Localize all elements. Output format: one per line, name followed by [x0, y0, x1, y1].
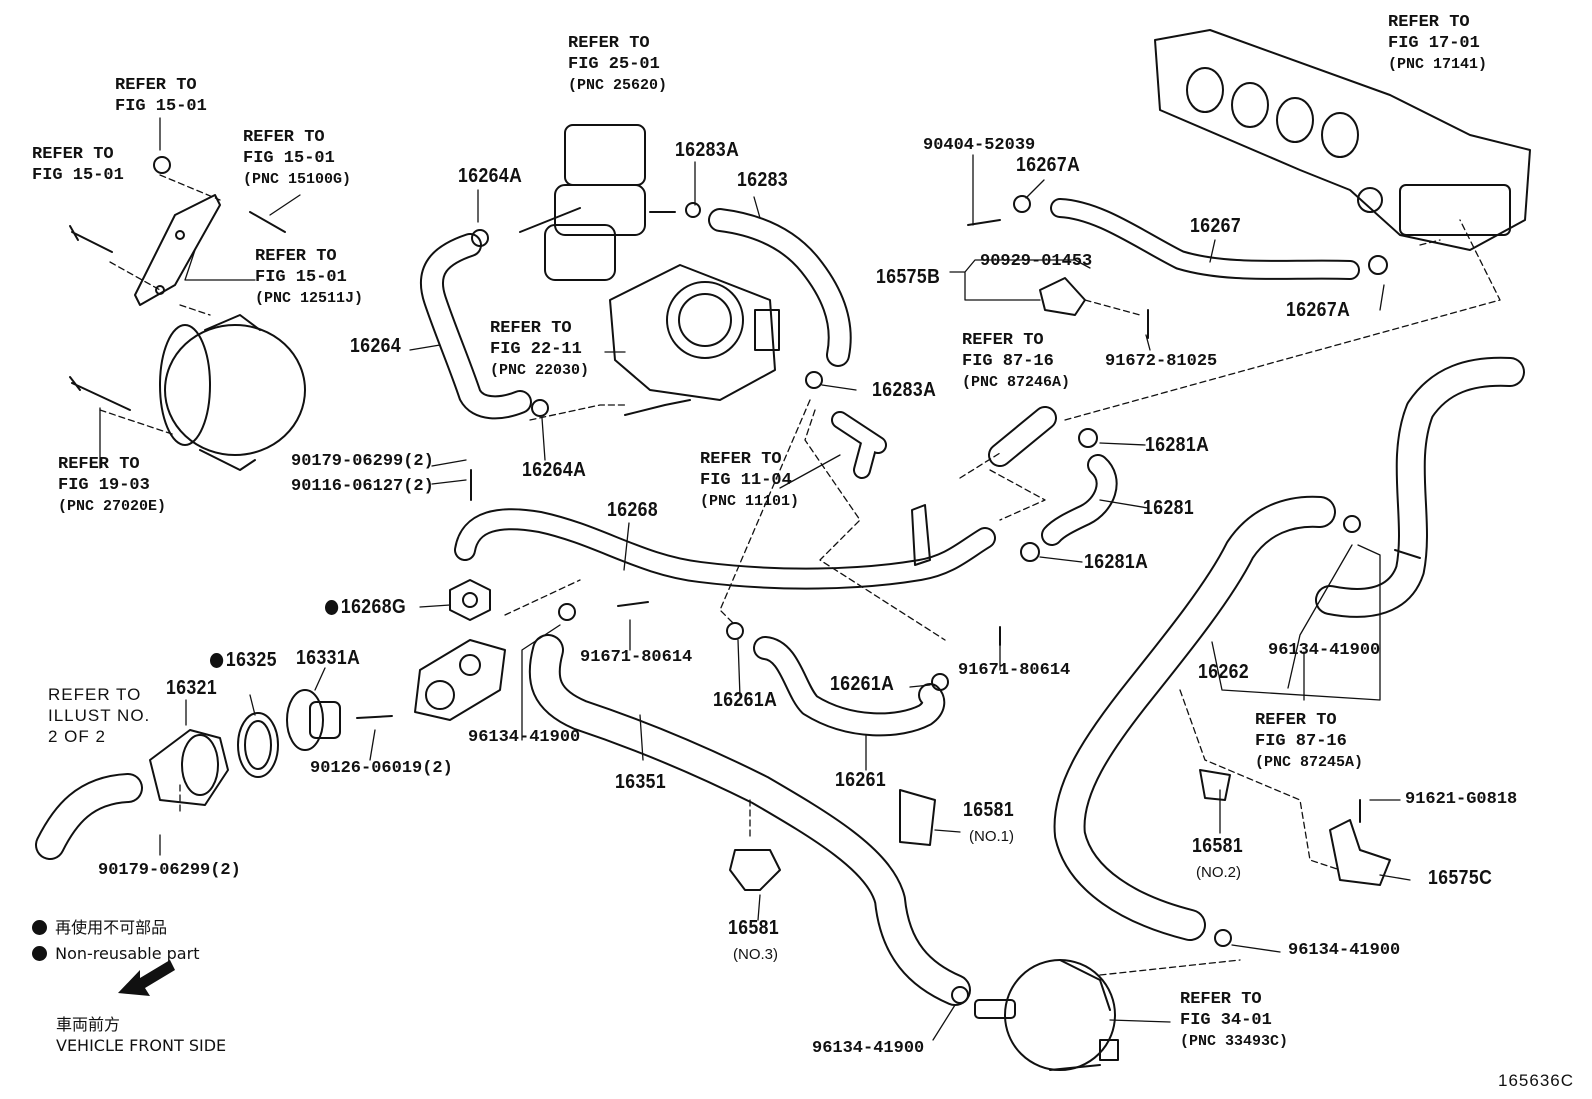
hose-16261: [753, 636, 946, 737]
part-96134-41900-c[interactable]: 96134-41900: [1288, 941, 1401, 960]
non-reusable-dot: [325, 600, 339, 615]
water-pump: [159, 314, 306, 471]
part-90179-06299-a[interactable]: 90179-06299(2): [291, 452, 434, 471]
clamps: [471, 195, 1388, 1004]
legend-nonreusable-jp: 再使用不可部品: [32, 917, 167, 938]
hose-16281: [1041, 454, 1118, 546]
part-91671-80614-b[interactable]: 91671-80614: [958, 661, 1071, 680]
oil-cooler: [974, 959, 1119, 1071]
bracket-16575b: [1039, 277, 1086, 316]
throttle-body: [609, 264, 780, 416]
part-16321[interactable]: 16321: [166, 677, 218, 699]
part-90404-52039[interactable]: 90404-52039: [923, 136, 1036, 155]
part-16261[interactable]: 16261: [835, 769, 887, 791]
leaders: [99, 117, 1411, 1041]
part-96134-41900-d[interactable]: 96134-41900: [812, 1039, 925, 1058]
part-91621-g0818[interactable]: 91621-G0818: [1405, 790, 1518, 809]
part-16581-1-no: (NO.1): [969, 828, 1014, 845]
part-16581-3[interactable]: 16581: [728, 917, 780, 939]
hose-16262: [1053, 495, 1336, 941]
part-16331a[interactable]: 16331A: [296, 647, 361, 669]
part-16264a-1[interactable]: 16264A: [458, 165, 523, 187]
part-16581-3-no: (NO.3): [733, 946, 778, 963]
legend-nonreusable-en: Non-reusable part: [32, 943, 199, 964]
part-16283[interactable]: 16283: [737, 169, 789, 191]
part-16581-2[interactable]: 16581: [1192, 835, 1244, 857]
clips-16581: [729, 769, 1231, 891]
part-16267a-1[interactable]: 16267A: [1016, 154, 1081, 176]
pipe-16268: [454, 508, 996, 590]
part-90116-06127[interactable]: 90116-06127(2): [291, 477, 434, 496]
part-16261a-2[interactable]: 16261A: [830, 673, 895, 695]
bracket-16575c: [1329, 819, 1391, 886]
bracket-pipe: [911, 504, 931, 566]
front-side-label-jp: 車両前方: [56, 1015, 121, 1034]
part-16281[interactable]: 16281: [1143, 497, 1195, 519]
part-16351[interactable]: 16351: [615, 771, 667, 793]
bracket-pump: [134, 156, 221, 306]
part-16264a-2[interactable]: 16264A: [522, 459, 587, 481]
part-90126-06019[interactable]: 90126-06019(2): [310, 759, 453, 778]
front-arrow: [118, 960, 175, 996]
part-16281a-2[interactable]: 16281A: [1084, 551, 1149, 573]
thermostat-16331a: [286, 689, 341, 751]
hose-16351: [528, 634, 971, 1006]
gasket-16268g: [449, 579, 491, 621]
part-16267a-2[interactable]: 16267A: [1286, 299, 1351, 321]
front-side-label-en: VEHICLE FRONT SIDE: [56, 1036, 227, 1055]
thermostat-housing: [414, 639, 506, 721]
part-16575c[interactable]: 16575C: [1428, 867, 1493, 889]
hose-87245a: [1315, 356, 1525, 618]
part-16262[interactable]: 16262: [1198, 661, 1250, 683]
exhaust-manifold: [1154, 29, 1531, 251]
part-16267[interactable]: 16267: [1190, 215, 1242, 237]
gasket-16325: [237, 712, 279, 778]
legend-dot-icon: [32, 920, 47, 935]
part-16268g[interactable]: 16268G: [325, 597, 406, 618]
part-16581-1[interactable]: 16581: [963, 799, 1015, 821]
part-16261a-1[interactable]: 16261A: [713, 689, 778, 711]
part-16575b[interactable]: 16575B: [876, 266, 941, 288]
part-96134-41900-b[interactable]: 96134-41900: [1268, 641, 1381, 660]
part-90929-01453[interactable]: 90929-01453: [980, 252, 1093, 271]
legend-dot-icon: [32, 946, 47, 961]
part-16283a-2[interactable]: 16283A: [872, 379, 937, 401]
hose-16283: [708, 208, 852, 367]
part-16581-2-no: (NO.2): [1196, 864, 1241, 881]
hose-16264: [419, 233, 532, 420]
egr-valve: [519, 124, 676, 281]
part-16264[interactable]: 16264: [350, 335, 402, 357]
hose-16267: [1050, 198, 1360, 280]
part-16268[interactable]: 16268: [607, 499, 659, 521]
part-91672-81025[interactable]: 91672-81025: [1105, 352, 1218, 371]
part-16283a-1[interactable]: 16283A: [675, 139, 740, 161]
part-16281a-1[interactable]: 16281A: [1145, 434, 1210, 456]
water-inlet-16321: [149, 729, 229, 806]
part-90179-06299-b[interactable]: 90179-06299(2): [98, 861, 241, 880]
dashed-leaders: [99, 174, 1501, 976]
part-16325[interactable]: 16325: [210, 650, 277, 671]
pipe-87246a: [988, 406, 1057, 467]
pipe-11104: [831, 411, 887, 479]
non-reusable-dot: [210, 653, 224, 668]
diagram-id: 165636C: [1498, 1071, 1575, 1090]
part-96134-41900-a[interactable]: 96134-41900: [468, 728, 581, 747]
hose-lower-left: [35, 773, 143, 860]
part-91671-80614-a[interactable]: 91671-80614: [580, 648, 693, 667]
